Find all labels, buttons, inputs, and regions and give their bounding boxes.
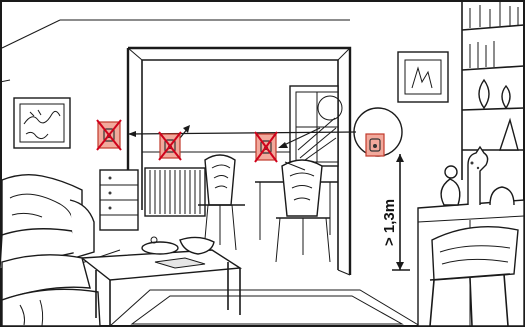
framed-picture bbox=[398, 52, 448, 102]
window bbox=[290, 86, 342, 166]
correct-placement-icon bbox=[366, 134, 384, 156]
wrong-placement-outer-wall-icon bbox=[255, 132, 277, 162]
wrong-placement-above-radiator-icon bbox=[159, 132, 181, 160]
wrong-placement-near-window-icon bbox=[97, 120, 121, 150]
dresser bbox=[100, 170, 138, 230]
radiator bbox=[145, 168, 205, 216]
wall-painting bbox=[14, 98, 70, 148]
height-label: > 1,3m bbox=[381, 199, 398, 246]
